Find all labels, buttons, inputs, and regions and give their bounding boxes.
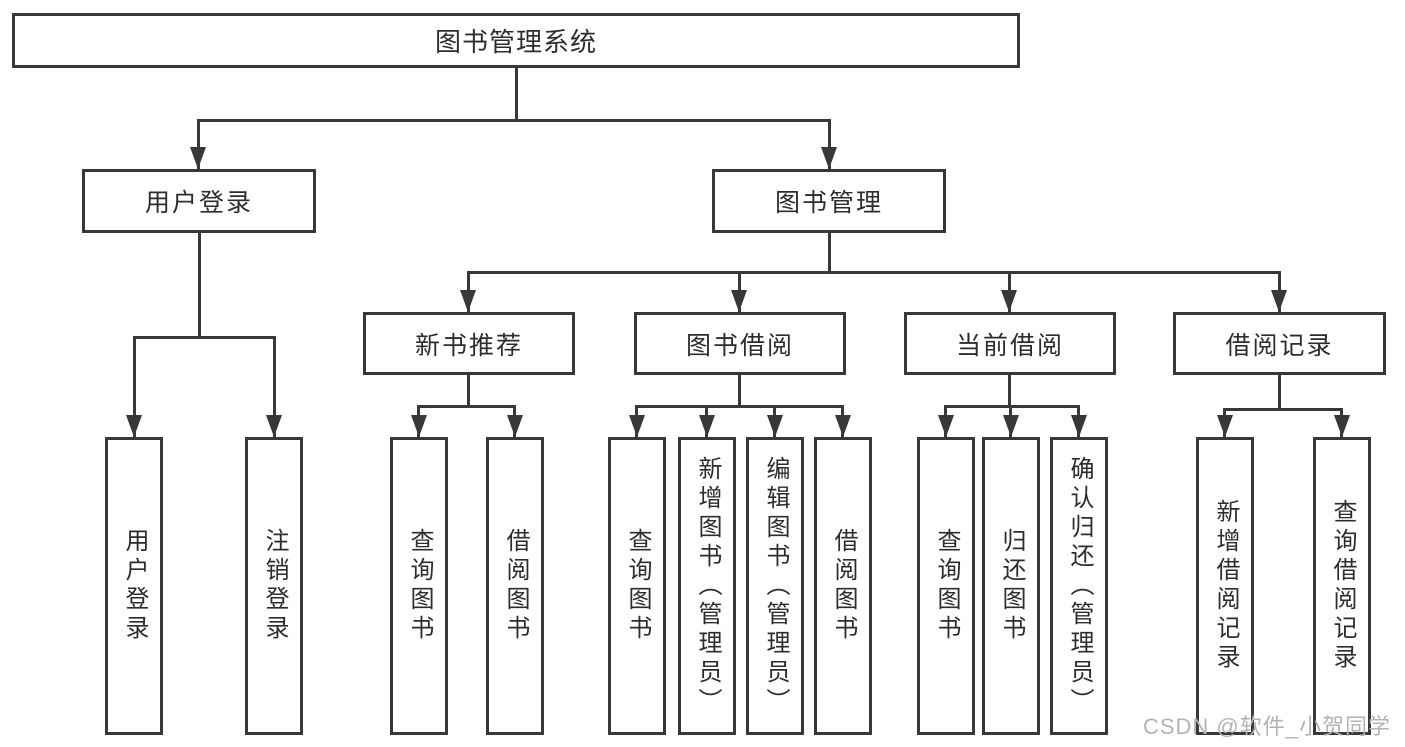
leaf-borrow-books-recommend-label: 借阅图书 — [502, 528, 529, 644]
node-current-borrow-label: 当前借阅 — [955, 331, 1064, 360]
arrow-down-icon — [507, 415, 523, 437]
connector-record-vline — [1278, 375, 1281, 408]
connector-root-stem-left — [197, 119, 200, 169]
connector-record-hline — [1223, 408, 1342, 411]
connector-userlogin-vline — [198, 233, 201, 336]
node-book-management: 图书管理 — [712, 169, 946, 233]
leaf-edit-books-admin: 编辑图书（管理员） — [746, 437, 804, 735]
node-user-login: 用户登录 — [82, 169, 316, 233]
connector-userlogin-hline — [133, 336, 276, 339]
arrow-down-icon — [938, 415, 954, 437]
leaf-confirm-return-admin-label: 确认归还（管理员） — [1066, 455, 1093, 717]
leaf-add-books-admin-label: 新增图书（管理员） — [694, 455, 721, 717]
leaf-add-borrow-record: 新增借阅记录 — [1196, 437, 1254, 735]
connector-root-vline — [515, 68, 518, 119]
connector-borrow-hline — [635, 405, 844, 408]
node-user-login-label: 用户登录 — [144, 189, 253, 217]
leaf-add-books-admin: 新增图书（管理员） — [678, 437, 736, 735]
arrow-down-icon — [1001, 290, 1017, 312]
node-root-label: 图书管理系统 — [434, 27, 597, 57]
leaf-borrow-books-label: 借阅图书 — [830, 528, 857, 644]
leaf-return-books-label: 归还图书 — [998, 528, 1025, 644]
leaf-query-books-borrow: 查询图书 — [608, 437, 666, 735]
connector-root-stem-right — [828, 119, 831, 169]
arrow-down-icon — [266, 415, 282, 437]
node-new-book-recommend: 新书推荐 — [363, 312, 575, 375]
arrow-down-icon — [411, 415, 427, 437]
arrow-down-icon — [629, 415, 645, 437]
arrow-down-icon — [1071, 415, 1087, 437]
node-borrow-record-label: 借阅记录 — [1225, 331, 1334, 360]
arrow-down-icon — [731, 290, 747, 312]
arrow-down-icon — [767, 415, 783, 437]
node-current-borrow: 当前借阅 — [904, 312, 1116, 375]
leaf-return-books: 归还图书 — [982, 437, 1040, 735]
node-borrow-record: 借阅记录 — [1173, 312, 1386, 375]
leaf-user-login: 用户登录 — [105, 437, 163, 735]
arrow-down-icon — [835, 415, 851, 437]
leaf-query-borrow-record: 查询借阅记录 — [1313, 437, 1371, 735]
leaf-query-books-borrow-label: 查询图书 — [624, 528, 651, 644]
node-new-book-recommend-label: 新书推荐 — [414, 331, 523, 360]
leaf-confirm-return-admin: 确认归还（管理员） — [1050, 437, 1108, 735]
arrow-down-icon — [460, 290, 476, 312]
leaf-add-borrow-record-label: 新增借阅记录 — [1212, 499, 1239, 673]
node-book-borrow-label: 图书借阅 — [685, 331, 794, 360]
connector-recommend-hline — [417, 405, 516, 408]
connector-recommend-vline — [467, 375, 470, 405]
leaf-query-borrow-record-label: 查询借阅记录 — [1329, 499, 1356, 673]
leaf-logout-label: 注销登录 — [261, 528, 288, 644]
arrow-down-icon — [1334, 415, 1350, 437]
node-root: 图书管理系统 — [12, 13, 1020, 68]
leaf-edit-books-admin-label: 编辑图书（管理员） — [762, 455, 789, 717]
connector-userlogin-stem-1 — [133, 336, 136, 437]
connector-bookmgmt-hline — [467, 271, 1281, 274]
leaf-logout: 注销登录 — [245, 437, 303, 735]
leaf-query-books-recommend-label: 查询图书 — [406, 528, 433, 644]
arrow-down-icon — [126, 415, 142, 437]
connector-current-hline — [944, 405, 1080, 408]
watermark: CSDN @软件_小贺同学 — [1142, 714, 1391, 739]
leaf-borrow-books-recommend: 借阅图书 — [486, 437, 544, 735]
arrow-down-icon — [1003, 415, 1019, 437]
arrow-down-icon — [821, 147, 837, 169]
connector-borrow-vline — [738, 375, 741, 405]
node-book-management-label: 图书管理 — [774, 189, 883, 217]
leaf-user-login-label: 用户登录 — [121, 528, 148, 644]
arrow-down-icon — [1217, 415, 1233, 437]
connector-bookmgmt-vline — [828, 233, 831, 271]
node-book-borrow: 图书借阅 — [634, 312, 846, 375]
connector-current-vline — [1008, 375, 1011, 405]
arrow-down-icon — [1271, 290, 1287, 312]
arrow-down-icon — [699, 415, 715, 437]
leaf-borrow-books: 借阅图书 — [814, 437, 872, 735]
leaf-query-books-recommend: 查询图书 — [390, 437, 448, 735]
leaf-query-books-current: 查询图书 — [917, 437, 975, 735]
leaf-query-books-current-label: 查询图书 — [933, 528, 960, 644]
connector-root-hline — [197, 119, 831, 122]
connector-userlogin-stem-2 — [273, 336, 276, 437]
arrow-down-icon — [190, 147, 206, 169]
